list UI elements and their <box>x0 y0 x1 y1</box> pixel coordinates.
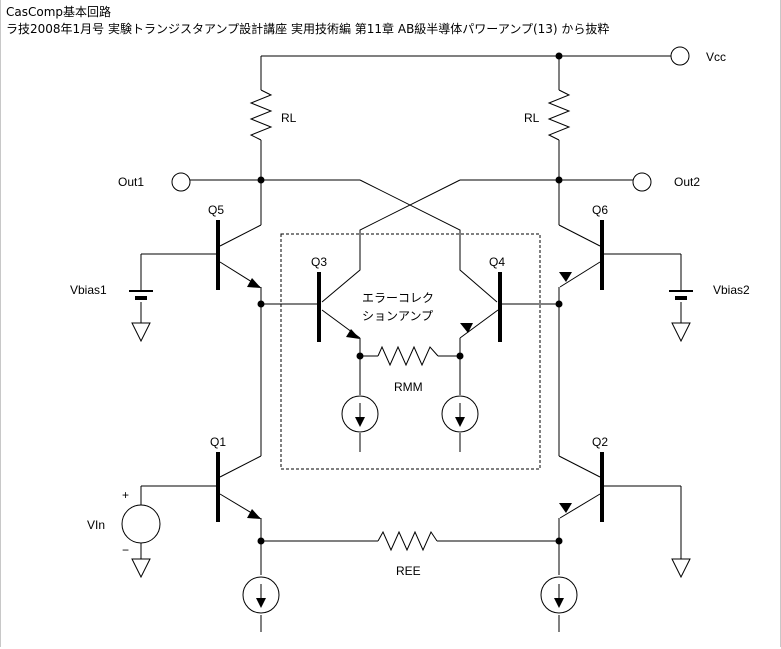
vcc-label: Vcc <box>706 50 726 64</box>
out1-label: Out1 <box>118 175 144 189</box>
q2-base-bar <box>600 452 604 522</box>
junction-dot <box>356 352 364 360</box>
current-source-right-arrowhead <box>455 417 465 427</box>
ree-label: REE <box>396 564 421 578</box>
junction-dot <box>257 537 265 545</box>
vbias1-label: Vbias1 <box>70 283 107 297</box>
q1-emitter-arrow <box>247 509 261 519</box>
ground-vbias2 <box>671 322 691 343</box>
junction-dot <box>456 352 464 360</box>
q1-label: Q1 <box>210 435 226 449</box>
q2-label: Q2 <box>592 435 608 449</box>
vcc-terminal <box>670 46 690 66</box>
rl-right-resistor <box>547 89 571 141</box>
ground-vin <box>131 558 151 579</box>
junction-dot <box>555 52 563 60</box>
vin-minus-label: − <box>122 543 129 557</box>
cross-wire-out2-q3 <box>321 179 461 303</box>
q5-label: Q5 <box>208 203 224 217</box>
ree-resistor <box>377 530 438 552</box>
q6-collector <box>558 224 601 247</box>
rl-left-label: RL <box>281 111 297 125</box>
error-amp-label-line2: ションアンプ <box>362 309 433 323</box>
q6-emitter-arrow <box>559 272 572 282</box>
current-source-right <box>441 395 479 433</box>
current-source-q1 <box>242 576 280 614</box>
q2-emitter-arrow <box>559 503 572 513</box>
out2-terminal <box>632 172 652 192</box>
junction-dot <box>555 176 563 184</box>
q2-emitter <box>559 493 601 519</box>
circuit-title: CasComp基本回路 <box>6 5 112 19</box>
q6-label: Q6 <box>592 203 608 217</box>
rmm-resistor <box>377 345 439 367</box>
q3-label: Q3 <box>311 255 327 269</box>
source-note: ラ技2008年1月号 実験トランジスタアンプ設計講座 実用技術編 第11章 AB… <box>6 22 610 36</box>
vbias1-battery-short <box>135 296 147 300</box>
out1-terminal <box>171 172 191 192</box>
vbias2-battery-long <box>669 290 693 292</box>
vbias2-battery-short <box>675 296 687 300</box>
junction-dot <box>555 537 563 545</box>
q5-base-bar <box>216 220 220 290</box>
vin-label: VIn <box>87 518 105 532</box>
vin-source <box>121 504 161 544</box>
q1-collector <box>219 455 262 478</box>
q3-emitter-arrow <box>346 329 360 339</box>
q4-base-bar <box>498 272 502 342</box>
q3-base-bar <box>317 272 321 342</box>
q6-base-bar <box>600 220 604 290</box>
q6-emitter <box>559 261 601 288</box>
rl-right-label: RL <box>524 111 540 125</box>
vin-plus-label: + <box>122 488 129 502</box>
q4-label: Q4 <box>489 255 505 269</box>
ground-vbias1 <box>131 322 151 343</box>
rl-left-resistor <box>249 89 273 141</box>
current-source-q2-arrowhead <box>554 598 564 608</box>
error-amp-box <box>280 233 541 470</box>
vbias1-battery-long <box>129 290 153 292</box>
q5-emitter-arrow <box>247 278 261 288</box>
current-source-left <box>341 395 379 433</box>
q1-base-bar <box>216 452 220 522</box>
junction-dot <box>257 176 265 184</box>
error-amp-label-line1: エラーコレク <box>362 291 434 305</box>
current-source-q2 <box>540 576 578 614</box>
current-source-q1-arrowhead <box>256 598 266 608</box>
vbias2-label: Vbias2 <box>713 283 750 297</box>
q4-emitter-arrow <box>460 323 473 333</box>
q2-collector <box>558 455 601 478</box>
cross-wire-out1-q4 <box>359 179 498 303</box>
ground-q2 <box>671 558 691 579</box>
q5-collector <box>219 224 262 247</box>
rmm-label: RMM <box>394 380 423 394</box>
q4-emitter <box>459 309 499 339</box>
junction-dot <box>257 300 265 308</box>
current-source-left-arrowhead <box>355 417 365 427</box>
out2-label: Out2 <box>674 175 700 189</box>
junction-dot <box>555 300 563 308</box>
